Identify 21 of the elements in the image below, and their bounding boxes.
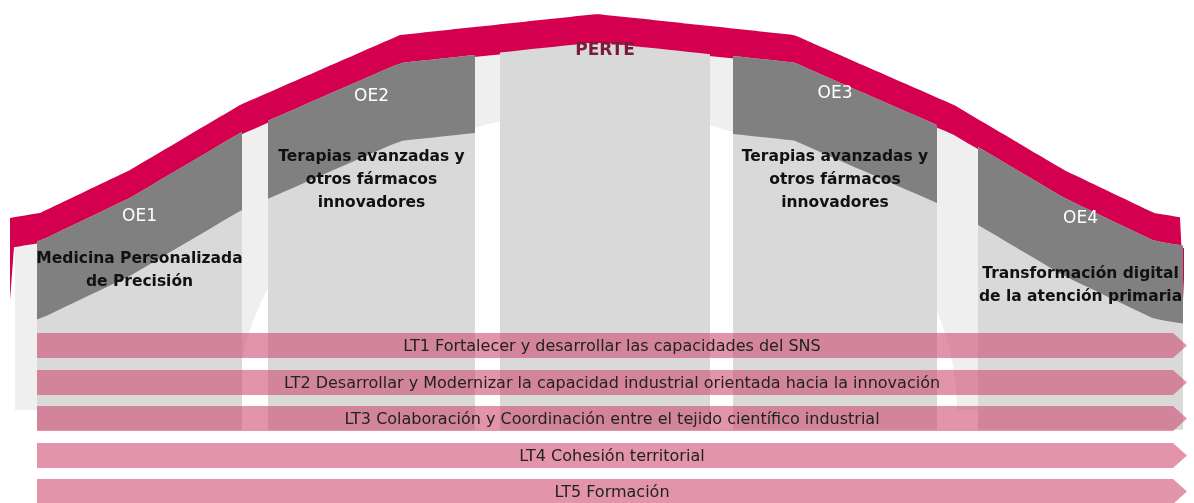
- objective-heading: Terapias avanzadas y otros fármacos innovadores: [277, 146, 466, 213]
- bar-label: LT2 Desarrollar y Modernizar la capacidad industrial orientada hacia la innovación: [283, 373, 941, 392]
- chevron-bar: [37, 333, 1187, 358]
- chevron-bar: [37, 443, 1187, 468]
- bar-label: LT1 Fortalecer y desarrollar las capacidades del SNS: [403, 336, 821, 355]
- objective-heading: Transformación digital de la atención primaria: [977, 263, 1184, 307]
- objective-label: OE2: [353, 85, 390, 105]
- title-label: PERTE: [574, 38, 636, 61]
- bar-label: LT5 Formación: [554, 482, 670, 501]
- objective-label: OE4: [1062, 207, 1099, 227]
- objective-label: OE1: [121, 205, 158, 225]
- objective-heading: Terapias avanzadas y otros fármacos innovadores: [740, 146, 930, 213]
- chevron-bar: [37, 479, 1187, 503]
- bar-label: LT4 Cohesión territorial: [519, 446, 705, 465]
- bar-label: LT3 Colaboración y Coordinación entre el tejido científico industrial: [344, 409, 880, 428]
- chevron-bar: [37, 370, 1187, 395]
- chevron-bar: [37, 406, 1187, 431]
- objective-label: OE3: [816, 82, 854, 102]
- objective-heading: Medicina Personalizada de Precisión: [35, 248, 244, 292]
- pillar: [978, 147, 1183, 430]
- pillar: [37, 132, 242, 430]
